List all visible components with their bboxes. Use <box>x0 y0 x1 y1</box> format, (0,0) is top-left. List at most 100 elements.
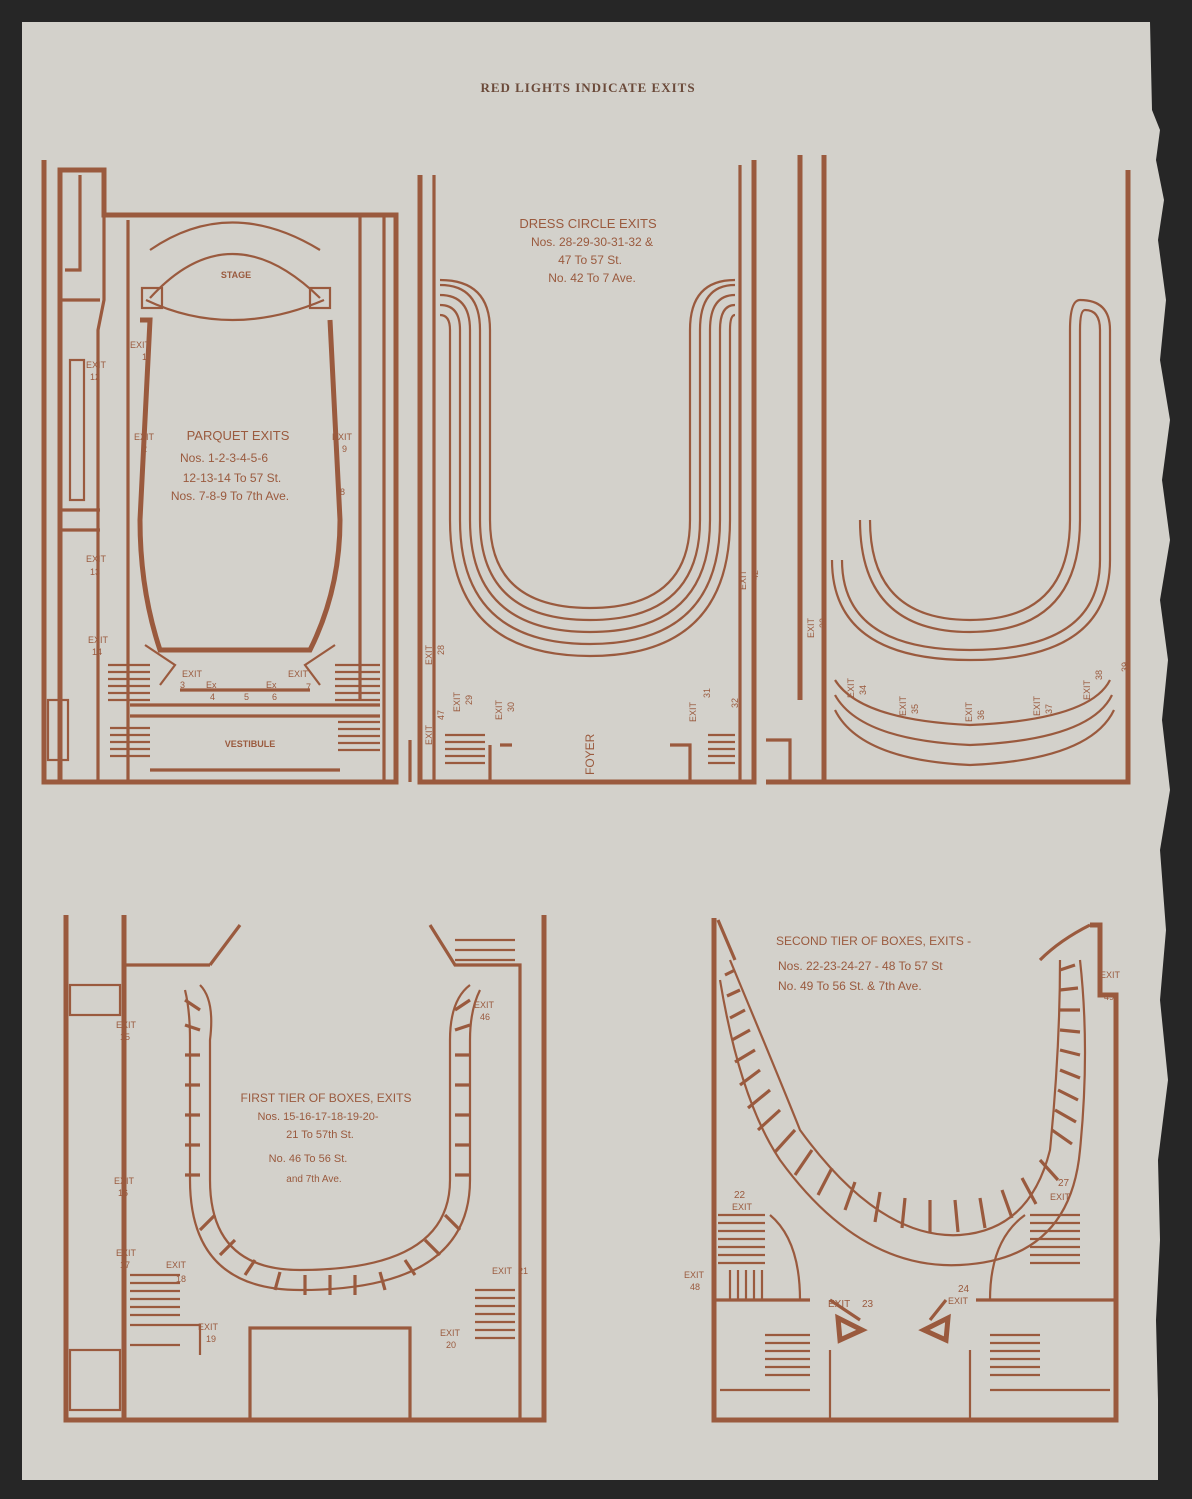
svg-text:39: 39 <box>1120 662 1130 672</box>
svg-text:22: 22 <box>734 1190 746 1201</box>
svg-text:EXIT: EXIT <box>948 1296 969 1306</box>
svg-text:EXIT: EXIT <box>116 1020 137 1030</box>
svg-text:EXIT: EXIT <box>424 644 434 665</box>
svg-text:32: 32 <box>730 698 740 708</box>
dress-circle-title: DRESS CIRCLE EXITS <box>519 216 657 231</box>
svg-text:Ex: Ex <box>266 680 277 690</box>
svg-text:Ex: Ex <box>206 680 217 690</box>
svg-text:EXIT: EXIT <box>474 1000 495 1010</box>
svg-text:No. 46 To 56 St.: No. 46 To 56 St. <box>269 1153 348 1165</box>
svg-text:EXIT: EXIT <box>424 724 434 745</box>
svg-text:49: 49 <box>1104 992 1114 1002</box>
svg-text:EXIT: EXIT <box>166 1260 187 1270</box>
svg-text:31: 31 <box>702 688 712 698</box>
svg-text:EXIT: EXIT <box>846 677 856 698</box>
svg-text:13: 13 <box>90 567 100 577</box>
svg-text:EXIT: EXIT <box>738 569 748 590</box>
svg-text:36: 36 <box>976 710 986 720</box>
svg-text:EXIT: EXIT <box>288 669 309 679</box>
svg-text:29: 29 <box>464 695 474 705</box>
svg-text:EXIT: EXIT <box>130 340 151 350</box>
svg-text:24: 24 <box>958 1284 970 1295</box>
svg-text:EXIT: EXIT <box>332 432 353 442</box>
svg-text:18: 18 <box>176 1274 186 1284</box>
second-tier-title: SECOND TIER OF BOXES, EXITS - <box>776 934 971 948</box>
svg-text:7: 7 <box>306 682 311 692</box>
parquet-plan <box>41 160 399 785</box>
svg-text:EXIT: EXIT <box>86 360 107 370</box>
svg-text:23: 23 <box>862 1299 874 1310</box>
svg-text:EXIT: EXIT <box>88 635 109 645</box>
svg-text:EXIT: EXIT <box>494 699 504 720</box>
svg-text:19: 19 <box>206 1334 216 1344</box>
svg-text:EXIT: EXIT <box>134 432 155 442</box>
svg-text:5: 5 <box>244 692 249 702</box>
svg-text:6: 6 <box>272 692 277 702</box>
first-tier-labels: FIRST TIER OF BOXES, EXITS Nos. 15-16-17… <box>114 1000 528 1350</box>
svg-text:12-13-14 To 57 St.: 12-13-14 To 57 St. <box>183 471 282 485</box>
svg-text:EXIT: EXIT <box>440 1328 461 1338</box>
svg-text:EXIT: EXIT <box>1050 1192 1071 1202</box>
svg-text:4: 4 <box>210 692 215 702</box>
svg-text:No. 42 To 7 Ave.: No. 42 To 7 Ave. <box>548 271 636 285</box>
svg-text:Nos. 7-8-9 To 7th Ave.: Nos. 7-8-9 To 7th Ave. <box>171 489 289 503</box>
svg-text:EXIT: EXIT <box>86 554 107 564</box>
svg-text:30: 30 <box>506 702 516 712</box>
svg-text:VESTIBULE: VESTIBULE <box>225 739 276 749</box>
parquet-labels: STAGE VESTIBULE PARQUET EXITS Nos. 1-2-3… <box>86 270 353 749</box>
svg-text:EXIT: EXIT <box>732 1202 753 1212</box>
svg-text:20: 20 <box>446 1340 456 1350</box>
svg-text:EXIT: EXIT <box>964 701 974 722</box>
svg-text:EXIT: EXIT <box>828 1299 850 1310</box>
svg-text:21: 21 <box>518 1266 528 1276</box>
svg-text:FOYER: FOYER <box>583 733 597 775</box>
svg-text:21 To 57th St.: 21 To 57th St. <box>286 1129 354 1141</box>
svg-text:Nos. 1-2-3-4-5-6: Nos. 1-2-3-4-5-6 <box>180 451 268 465</box>
svg-text:EXIT: EXIT <box>116 1248 137 1258</box>
svg-text:12: 12 <box>90 372 100 382</box>
svg-text:EXIT: EXIT <box>688 701 698 722</box>
svg-text:38: 38 <box>1094 670 1104 680</box>
svg-text:28: 28 <box>436 645 446 655</box>
svg-text:34: 34 <box>858 685 868 695</box>
svg-text:47 To 57 St.: 47 To 57 St. <box>558 253 622 267</box>
svg-text:48: 48 <box>690 1282 700 1292</box>
svg-text:14: 14 <box>92 647 102 657</box>
dress-circle-plan <box>408 155 1131 785</box>
page-header: RED LIGHTS INDICATE EXITS <box>480 80 695 95</box>
svg-text:Nos. 22-23-24-27 - 48 To 57 St: Nos. 22-23-24-27 - 48 To 57 St <box>778 959 943 973</box>
svg-text:15: 15 <box>120 1032 130 1042</box>
svg-text:35: 35 <box>910 704 920 714</box>
svg-text:47: 47 <box>436 710 446 720</box>
svg-text:Nos. 15-16-17-18-19-20-: Nos. 15-16-17-18-19-20- <box>257 1111 378 1123</box>
svg-text:EXIT: EXIT <box>1032 695 1042 716</box>
svg-text:EXIT: EXIT <box>684 1270 705 1280</box>
svg-text:EXIT: EXIT <box>198 1322 219 1332</box>
svg-text:2: 2 <box>142 444 147 454</box>
svg-text:42: 42 <box>750 570 760 580</box>
svg-text:EXIT: EXIT <box>452 691 462 712</box>
svg-text:and 7th Ave.: and 7th Ave. <box>286 1174 341 1185</box>
dress-circle-labels: DRESS CIRCLE EXITS Nos. 28-29-30-31-32 &… <box>424 216 1130 775</box>
svg-text:3: 3 <box>180 680 185 690</box>
svg-text:9: 9 <box>342 444 347 454</box>
second-tier-labels: SECOND TIER OF BOXES, EXITS - Nos. 22-23… <box>684 934 1121 1310</box>
svg-text:17: 17 <box>120 1260 130 1270</box>
svg-text:37: 37 <box>1044 704 1054 714</box>
svg-text:33: 33 <box>818 618 828 628</box>
svg-text:EXIT: EXIT <box>806 617 816 638</box>
svg-text:STAGE: STAGE <box>221 270 251 280</box>
svg-text:EXIT: EXIT <box>182 669 203 679</box>
second-tier-plan <box>711 918 1119 1423</box>
first-tier-title: FIRST TIER OF BOXES, EXITS <box>241 1091 412 1105</box>
svg-text:No. 49 To 56 St. & 7th Ave.: No. 49 To 56 St. & 7th Ave. <box>778 979 922 993</box>
svg-text:EXIT: EXIT <box>898 695 908 716</box>
svg-text:1: 1 <box>142 352 147 362</box>
svg-text:8: 8 <box>340 487 345 497</box>
paper-sheet <box>22 22 1170 1480</box>
svg-text:46: 46 <box>480 1012 490 1022</box>
first-tier-plan <box>63 915 547 1423</box>
parquet-title: PARQUET EXITS <box>187 428 290 443</box>
svg-text:Nos. 28-29-30-31-32 &: Nos. 28-29-30-31-32 & <box>531 235 653 249</box>
